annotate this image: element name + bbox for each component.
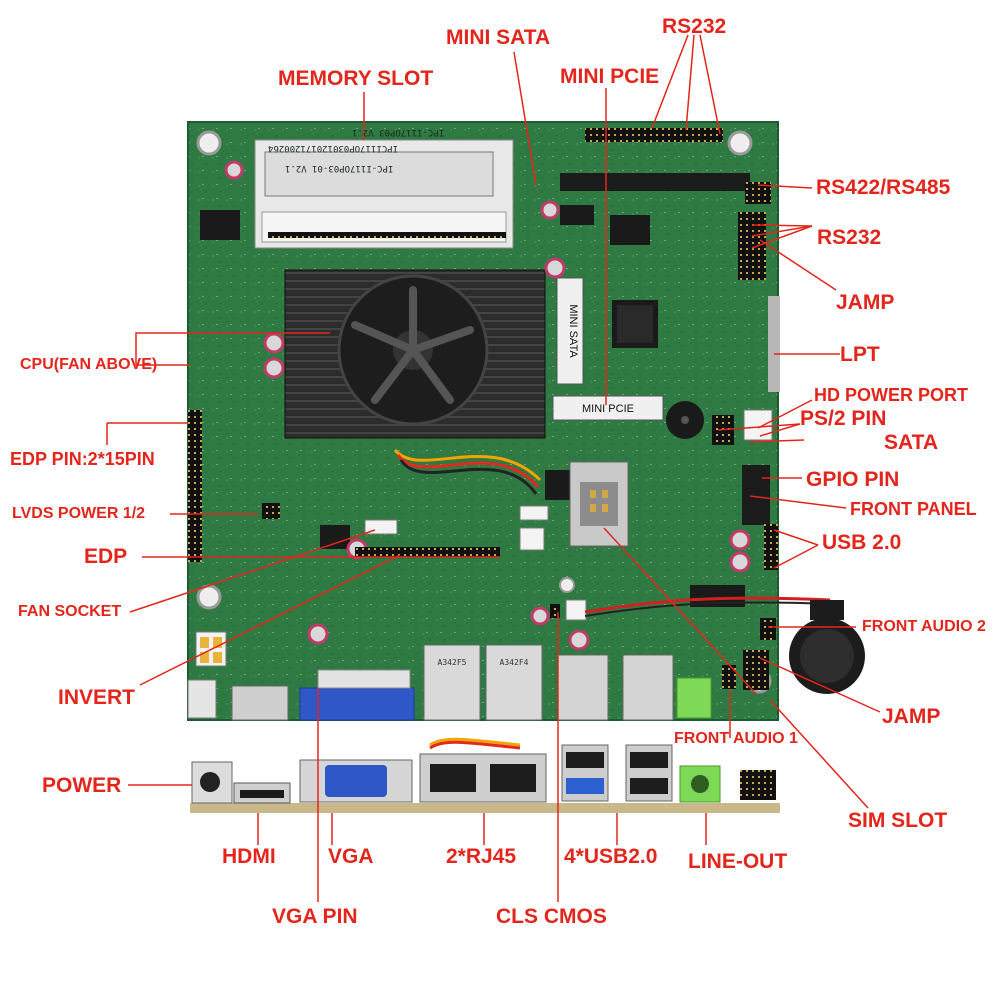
label-rs232-right: RS232 [817,226,882,249]
mini-pcie-silk: MINI PCIE [582,403,634,415]
label-jamp-bottom: JAMP [882,705,941,728]
buzzer [666,401,704,439]
board-serial-silk-1: IPCI117OP030120171200264 [268,143,399,153]
label-usb-2-0: USB 2.0 [822,531,902,554]
label-lvds-power: LVDS POWER 1/2 [12,505,146,522]
lan2-silk: A342F4 [500,658,529,667]
board-power-connector [195,631,227,667]
label-front-panel: FRONT PANEL [850,499,977,519]
sim-slot [569,461,629,547]
label-mini-sata: MINI SATA [446,26,551,49]
fan-cable [393,448,542,495]
callout-leader-lines [106,34,881,902]
label-hd-power-port: HD POWER PORT [814,385,969,405]
label-lpt: LPT [840,343,880,366]
label-fan-socket: FAN SOCKET [18,603,122,620]
label-cls-cmos: CLS CMOS [496,905,607,928]
mini-sata-silk: MINI SATA [567,304,579,358]
label-4-usb2-0: 4*USB2.0 [564,845,658,868]
memory-slot [254,139,514,249]
cpu-heatsink [284,269,546,439]
label-front-audio-2: FRONT AUDIO 2 [862,618,986,635]
label-memory-slot: MEMORY SLOT [278,67,434,90]
capacitors [224,160,751,651]
left-headers [188,410,587,621]
label-rs232-top: RS232 [662,15,727,38]
label-2-rj45: 2*RJ45 [446,845,517,868]
label-edp: EDP [84,545,128,568]
top-headers [560,128,780,392]
label-front-audio-1: FRONT AUDIO 1 [674,730,798,747]
label-power: POWER [42,774,122,797]
label-invert: INVERT [58,686,136,709]
label-vga: VGA [328,845,374,868]
board-serial-silk-2: IPC-I117OP03-01 V2.1 [285,163,394,173]
cmos-battery [584,596,865,694]
board-model-silk: IPC-I117OP03 V2.1 [352,127,445,137]
rear-ports-top: A342F5 A342F4 [187,644,712,721]
label-ps2-pin: PS/2 PIN [800,407,887,430]
label-hdmi: HDMI [222,845,276,868]
label-gpio-pin: GPIO PIN [806,468,900,491]
label-rs422-rs485: RS422/RS485 [816,176,951,199]
label-mini-pcie: MINI PCIE [560,65,660,88]
chips [200,205,745,607]
label-sim-slot: SIM SLOT [848,809,948,832]
label-jamp-right: JAMP [836,291,895,314]
label-line-out: LINE-OUT [688,850,788,873]
label-sata: SATA [884,431,939,454]
rear-panel-side [190,730,780,813]
label-vga-pin: VGA PIN [272,905,358,928]
label-cpu-fan-above: CPU(FAN ABOVE) [20,356,158,373]
label-edp-pin: EDP PIN:2*15PIN [10,449,155,469]
mini-slots: MINI SATA MINI PCIE [552,277,664,421]
lan1-silk: A342F5 [438,658,467,667]
